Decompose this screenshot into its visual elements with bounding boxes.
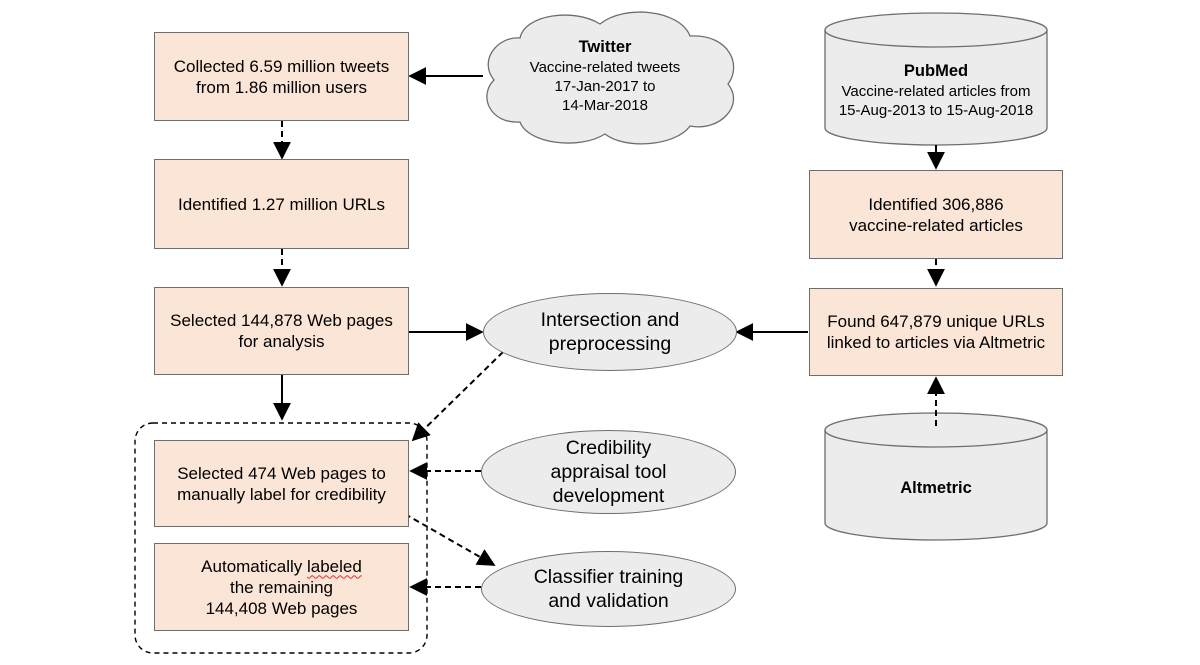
box-line: Found 647,879 unique URLs xyxy=(827,312,1045,331)
ellipse-line: Classifier training xyxy=(533,566,684,588)
ellipse-line: and validation xyxy=(548,590,669,612)
found-urls-box: Found 647,879 unique URLs linked to arti… xyxy=(809,288,1063,376)
box-line: Selected 144,878 Web pages xyxy=(170,311,393,330)
manual-labeling-group xyxy=(134,422,428,654)
twitter-line: Vaccine-related tweets xyxy=(529,59,681,76)
box-line: Identified 1.27 million URLs xyxy=(178,194,385,214)
ellipse-line: preprocessing xyxy=(548,333,672,355)
ellipse-line: Intersection and xyxy=(540,309,680,331)
box-line: Selected 474 Web pages to xyxy=(177,463,386,483)
box-line: vaccine-related articles xyxy=(849,215,1023,235)
pubmed-title: PubMed xyxy=(903,62,969,80)
box-line: Automatically labeled xyxy=(201,556,362,576)
intersection-ellipse: Intersection and preprocessing xyxy=(483,293,737,371)
auto-label-box: Automatically labeled the remaining 144,… xyxy=(154,543,409,631)
pubmed-line: Vaccine-related articles from xyxy=(841,83,1031,100)
ellipse-line: appraisal tool xyxy=(550,461,667,483)
box-line: linked to articles via Altmetric xyxy=(826,333,1046,352)
box-line: the remaining xyxy=(229,577,333,597)
box-line: Collected 6.59 million tweets xyxy=(173,56,390,76)
ellipse-line: Credibility xyxy=(565,437,652,459)
manual-label-box: Selected 474 Web pages to manually label… xyxy=(154,440,409,527)
box-line: from 1.86 million users xyxy=(195,77,367,97)
selected-pages-box: Selected 144,878 Web pages for analysis xyxy=(154,287,409,375)
identified-articles-box: Identified 306,886 vaccine-related artic… xyxy=(809,170,1063,259)
credibility-tool-ellipse: Credibility appraisal tool development xyxy=(481,430,736,514)
twitter-line: 14-Mar-2018 xyxy=(562,97,648,114)
edge-intersection-to-group xyxy=(411,351,504,442)
altmetric-database-shape xyxy=(824,412,1048,541)
classifier-ellipse: Classifier training and validation xyxy=(481,551,736,627)
twitter-title: Twitter xyxy=(578,38,632,56)
twitter-source-label: Twitter Vaccine-related tweets 17-Jan-20… xyxy=(505,36,705,115)
box-line: for analysis xyxy=(238,332,325,351)
edge-manual-to-classifier xyxy=(404,513,496,566)
box-line: 144,408 Web pages xyxy=(205,598,358,618)
altmetric-title: Altmetric xyxy=(900,479,972,497)
pubmed-database-shape xyxy=(824,12,1048,146)
ellipse-line: development xyxy=(552,485,665,507)
twitter-cloud-shape xyxy=(486,11,735,145)
pubmed-source-label: PubMed Vaccine-related articles from 15-… xyxy=(825,60,1047,120)
twitter-line: 17-Jan-2017 to xyxy=(554,78,656,95)
box-line: Identified 306,886 xyxy=(868,194,1004,214)
collected-tweets-box: Collected 6.59 million tweets from 1.86 … xyxy=(154,32,409,121)
altmetric-source-label: Altmetric xyxy=(825,477,1047,499)
identified-urls-box: Identified 1.27 million URLs xyxy=(154,159,409,249)
box-line: manually label for credibility xyxy=(177,484,386,504)
pubmed-line: 15-Aug-2013 to 15-Aug-2018 xyxy=(838,102,1034,119)
